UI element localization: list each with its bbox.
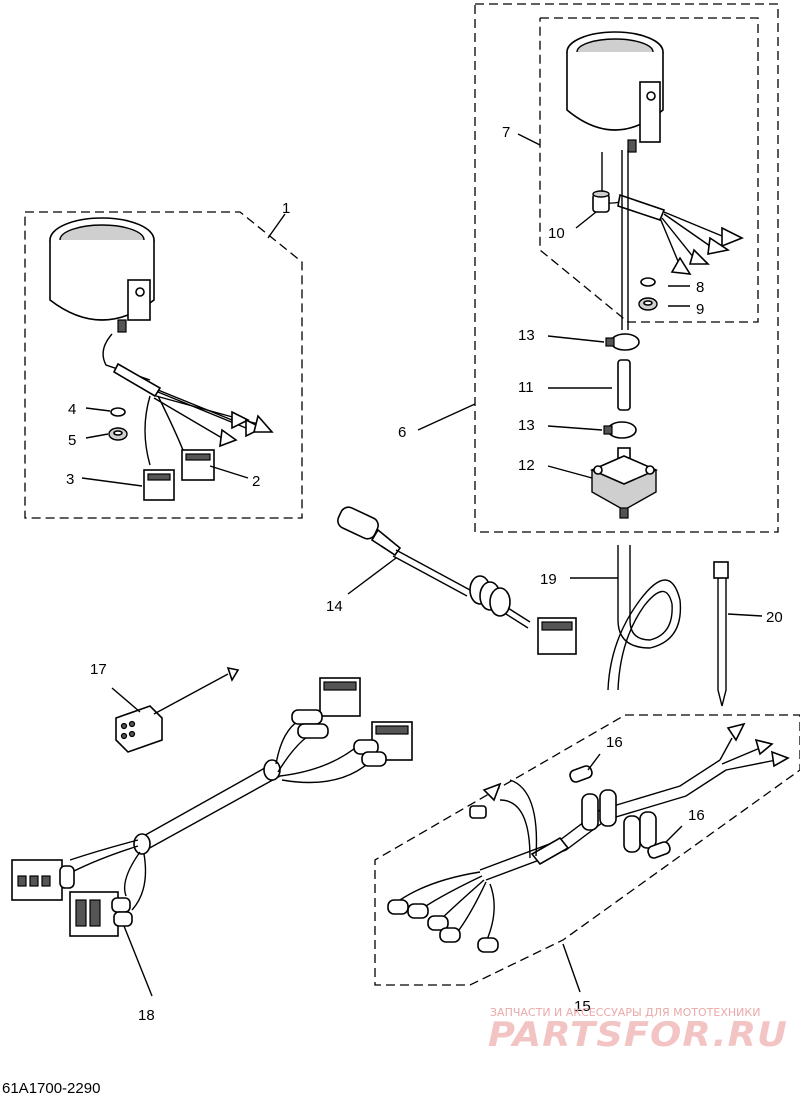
connector-3 xyxy=(143,469,175,501)
tube-11 xyxy=(617,359,631,411)
gauge-meter-1 xyxy=(49,217,155,333)
watermark-tagline: ЗАПЧАСТИ И АКСЕССУАРЫ ДЛЯ МОТОТЕХНИКИ xyxy=(490,1006,760,1019)
diagram-code: 61A1700-2290 xyxy=(2,1080,100,1095)
gauge-meter-7 xyxy=(566,31,664,153)
harness-1 xyxy=(102,333,274,466)
fuse-16-lower xyxy=(647,841,671,859)
callout-11: 11 xyxy=(518,379,534,396)
connector-2 xyxy=(181,449,215,481)
group-1-box xyxy=(24,211,303,519)
callout-10: 10 xyxy=(548,225,565,242)
callout-1: 1 xyxy=(282,200,290,217)
callout-16-upper: 16 xyxy=(606,734,623,751)
group-7-box xyxy=(539,17,759,323)
connector-17 xyxy=(115,705,163,753)
cap-10 xyxy=(592,190,610,213)
washer-4 xyxy=(110,407,126,417)
callout-6: 6 xyxy=(398,424,406,441)
nut-5 xyxy=(108,427,128,441)
harness-15 xyxy=(387,722,790,953)
callout-8: 8 xyxy=(696,279,704,296)
callout-3: 3 xyxy=(66,471,74,488)
callout-12: 12 xyxy=(518,457,535,474)
callout-16-lower: 16 xyxy=(688,807,705,824)
callout-2: 2 xyxy=(252,473,260,490)
callout-9: 9 xyxy=(696,301,704,318)
fuse-16-upper xyxy=(569,765,593,783)
callout-13-upper: 13 xyxy=(518,327,535,344)
nut-9 xyxy=(638,297,658,311)
callout-15: 15 xyxy=(574,998,591,1015)
callout-14: 14 xyxy=(326,598,343,615)
clamp-13-upper xyxy=(605,333,640,351)
callout-5: 5 xyxy=(68,432,76,449)
harness-18 xyxy=(11,677,413,937)
watermark-brand: PARTSFOR.RU xyxy=(488,1015,788,1055)
harness-7 xyxy=(601,152,744,275)
tube-11-upper xyxy=(621,150,629,330)
hose-19 xyxy=(607,545,682,691)
callout-13-lower: 13 xyxy=(518,417,535,434)
callout-19: 19 xyxy=(540,571,557,588)
callout-4: 4 xyxy=(68,401,76,418)
callout-7: 7 xyxy=(502,124,510,141)
cable-tie-20 xyxy=(713,561,729,707)
clamp-13-lower xyxy=(603,421,637,439)
sensor-12 xyxy=(590,447,658,519)
callout-18: 18 xyxy=(138,1007,155,1024)
group-6-box xyxy=(474,3,779,533)
cable-14 xyxy=(337,506,577,655)
callout-17: 17 xyxy=(90,661,107,678)
callout-20: 20 xyxy=(766,609,783,626)
washer-8 xyxy=(640,277,656,287)
group-15-box xyxy=(374,714,800,986)
